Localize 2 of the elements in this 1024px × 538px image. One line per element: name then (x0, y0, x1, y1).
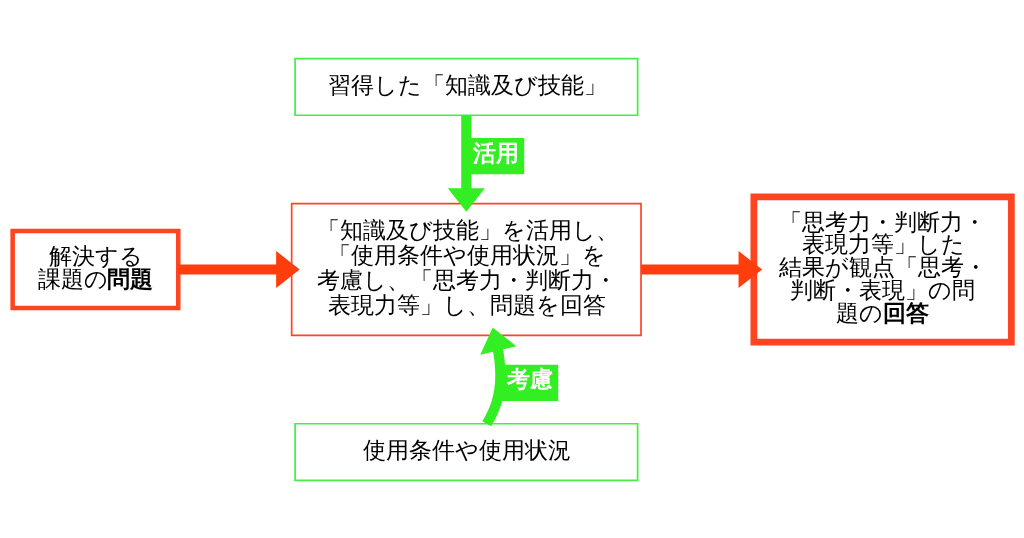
edge-label: 考慮 (506, 365, 553, 392)
edge-label: 活用 (472, 139, 519, 166)
